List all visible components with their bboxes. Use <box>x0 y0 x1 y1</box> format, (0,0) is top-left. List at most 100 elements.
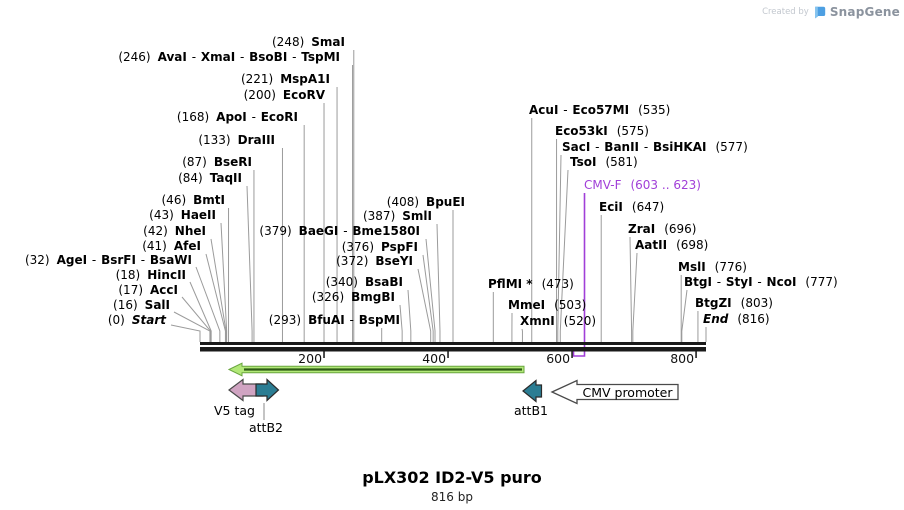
restriction-site-start[interactable]: (0)Start <box>108 313 166 327</box>
site-name: Eco57MI <box>572 103 630 117</box>
site-position: (408) <box>386 195 420 209</box>
site-position: (293) <box>268 313 302 327</box>
cut-site-leader-sacI <box>557 154 562 342</box>
restriction-site-nheI[interactable]: (42)NheI <box>143 224 206 238</box>
restriction-site-zraI[interactable]: ZraI(696) <box>628 222 696 236</box>
site-position: (168) <box>176 110 210 124</box>
restriction-site-mmeI[interactable]: MmeI(503) <box>508 298 586 312</box>
cut-site-leader-hincII <box>189 281 212 342</box>
restriction-site-draIII[interactable]: (133)DraIII <box>198 133 275 147</box>
cut-site-leader-afeI <box>205 253 226 342</box>
site-name: HaeII <box>180 208 216 222</box>
cut-site-leader-bmgBI <box>399 304 403 342</box>
site-position: (46) <box>161 193 187 207</box>
restriction-site-mspA1I[interactable]: (221)MspA1I <box>241 72 330 86</box>
primer-label-cmv-f[interactable]: CMV-F(603 .. 623) <box>584 178 701 192</box>
cut-site-leader-pspFI <box>422 254 434 342</box>
restriction-site-end[interactable]: End (816) <box>703 312 770 326</box>
restriction-site-acuI[interactable]: AcuI - Eco57MI(535) <box>529 103 670 117</box>
restriction-site-pspFI[interactable]: (376) PspFI <box>342 240 418 254</box>
site-name: DraIII <box>237 133 275 147</box>
site-position: (32) <box>24 253 50 267</box>
restriction-site-bsaBI[interactable]: (340)BsaBI <box>326 275 403 289</box>
sequence-line-top <box>200 342 706 345</box>
restriction-site-eco53kI[interactable]: Eco53kI(575) <box>555 124 649 138</box>
restriction-site-smlI[interactable]: (387) SmlI <box>363 209 432 223</box>
site-name: EciI <box>599 200 623 214</box>
site-position: (816) <box>737 312 770 326</box>
site-name: TspMI <box>301 50 340 64</box>
site-name: EcoRV <box>282 88 325 102</box>
site-name: BspMI <box>358 313 400 327</box>
site-name-separator: - <box>591 140 604 154</box>
site-name: HincII <box>147 268 186 282</box>
restriction-site-accI[interactable]: (17)AccI <box>118 283 178 297</box>
site-position: (387) <box>362 209 396 223</box>
site-name: SmlI <box>402 209 432 223</box>
site-position: (698) <box>676 238 709 252</box>
restriction-site-avaI[interactable]: (246)AvaI - XmaI - BsoBI - TspMI <box>118 50 340 64</box>
restriction-site-smaI[interactable]: (248)SmaI <box>272 35 345 49</box>
ruler-label-200: 200 <box>298 351 323 366</box>
restriction-site-bfuAI[interactable]: (293)BfuAI - BspMI <box>269 313 400 327</box>
site-name: PspFI <box>381 240 418 254</box>
title-block: pLX302 ID2-V5 puro 816 bp <box>0 468 904 504</box>
site-name: StyI <box>725 275 753 289</box>
site-name: TaqII <box>209 171 242 185</box>
site-position: (376) <box>341 240 375 254</box>
site-position: (41) <box>142 239 167 253</box>
restriction-site-bseRI[interactable]: (87)BseRI <box>182 155 252 169</box>
restriction-site-eciI[interactable]: EciI(647) <box>599 200 664 214</box>
site-position: (43) <box>149 208 174 222</box>
site-name-separator: - <box>345 313 358 327</box>
site-name: BmgBI <box>351 290 395 304</box>
site-name: TsoI <box>570 155 597 169</box>
brand-name: SnapGene <box>829 5 900 19</box>
site-name-separator: - <box>559 103 572 117</box>
site-name: BseYI <box>375 254 413 268</box>
feature-cmv-promoter[interactable] <box>550 379 679 405</box>
restriction-site-salI[interactable]: (16)SalI <box>113 298 170 312</box>
restriction-site-haeII[interactable]: (43) HaeII <box>149 208 216 222</box>
site-name: End <box>703 312 729 326</box>
feature-attb1[interactable] <box>522 379 543 403</box>
created-by-text: Created by <box>762 7 809 17</box>
site-name: BpuEI <box>426 195 465 209</box>
restriction-site-tsoI[interactable]: TsoI(581) <box>570 155 638 169</box>
restriction-site-xmnI[interactable]: XmnI(520) <box>520 314 596 328</box>
restriction-site-mslI[interactable]: MslI(776) <box>678 260 747 274</box>
restriction-site-bpuEI[interactable]: (408) BpuEI <box>387 195 465 209</box>
feature-attb2[interactable] <box>255 378 280 402</box>
site-name: BsrFI <box>101 253 136 267</box>
site-name: BaeGI <box>298 224 339 238</box>
site-position: (340) <box>325 275 358 289</box>
site-position: (575) <box>616 124 649 138</box>
restriction-site-pflMI[interactable]: PflMI *(473) <box>488 277 574 291</box>
site-name-separator: - <box>136 253 149 267</box>
restriction-site-apoI[interactable]: (168)ApoI - EcoRI <box>177 110 298 124</box>
restriction-site-ecoRV[interactable]: (200)EcoRV <box>244 88 325 102</box>
site-position: (84) <box>178 171 203 185</box>
cut-site-leader-taqII <box>246 185 253 342</box>
restriction-site-ageI[interactable]: (32)AgeI - BsrFI - BsaWI <box>25 253 192 267</box>
restriction-site-bmtI[interactable]: (46)BmtI <box>162 193 226 207</box>
site-position: (87) <box>182 155 207 169</box>
site-name: XmaI <box>200 50 236 64</box>
site-position: (503) <box>554 298 587 312</box>
feature-label-cmv-promoter: CMV promoter <box>582 385 673 400</box>
restriction-site-afeI[interactable]: (41)AfeI <box>142 239 201 253</box>
restriction-site-bmgBI[interactable]: (326)BmgBI <box>312 290 395 304</box>
restriction-site-aatII[interactable]: AatII(698) <box>635 238 708 252</box>
site-position: (696) <box>664 222 697 236</box>
restriction-site-sacI[interactable]: SacI - BanII - BsiHKAI(577) <box>562 140 748 154</box>
restriction-site-btgZI[interactable]: BtgZI(803) <box>695 296 773 310</box>
cut-site-leader-baeGI <box>425 238 436 342</box>
restriction-site-bseYI[interactable]: (372)BseYI <box>336 254 413 268</box>
site-position: (18) <box>115 268 141 282</box>
restriction-site-btgI[interactable]: BtgI - StyI - NcoI(777) <box>684 275 838 289</box>
restriction-site-taqII[interactable]: (84) TaqII <box>178 171 242 185</box>
site-name: BsiHKAI <box>652 140 707 154</box>
ruler-label-400: 400 <box>422 351 447 366</box>
restriction-site-hincII[interactable]: (18) HincII <box>116 268 186 282</box>
restriction-site-baeGI[interactable]: (379)BaeGI - Bme1580I <box>259 224 420 238</box>
